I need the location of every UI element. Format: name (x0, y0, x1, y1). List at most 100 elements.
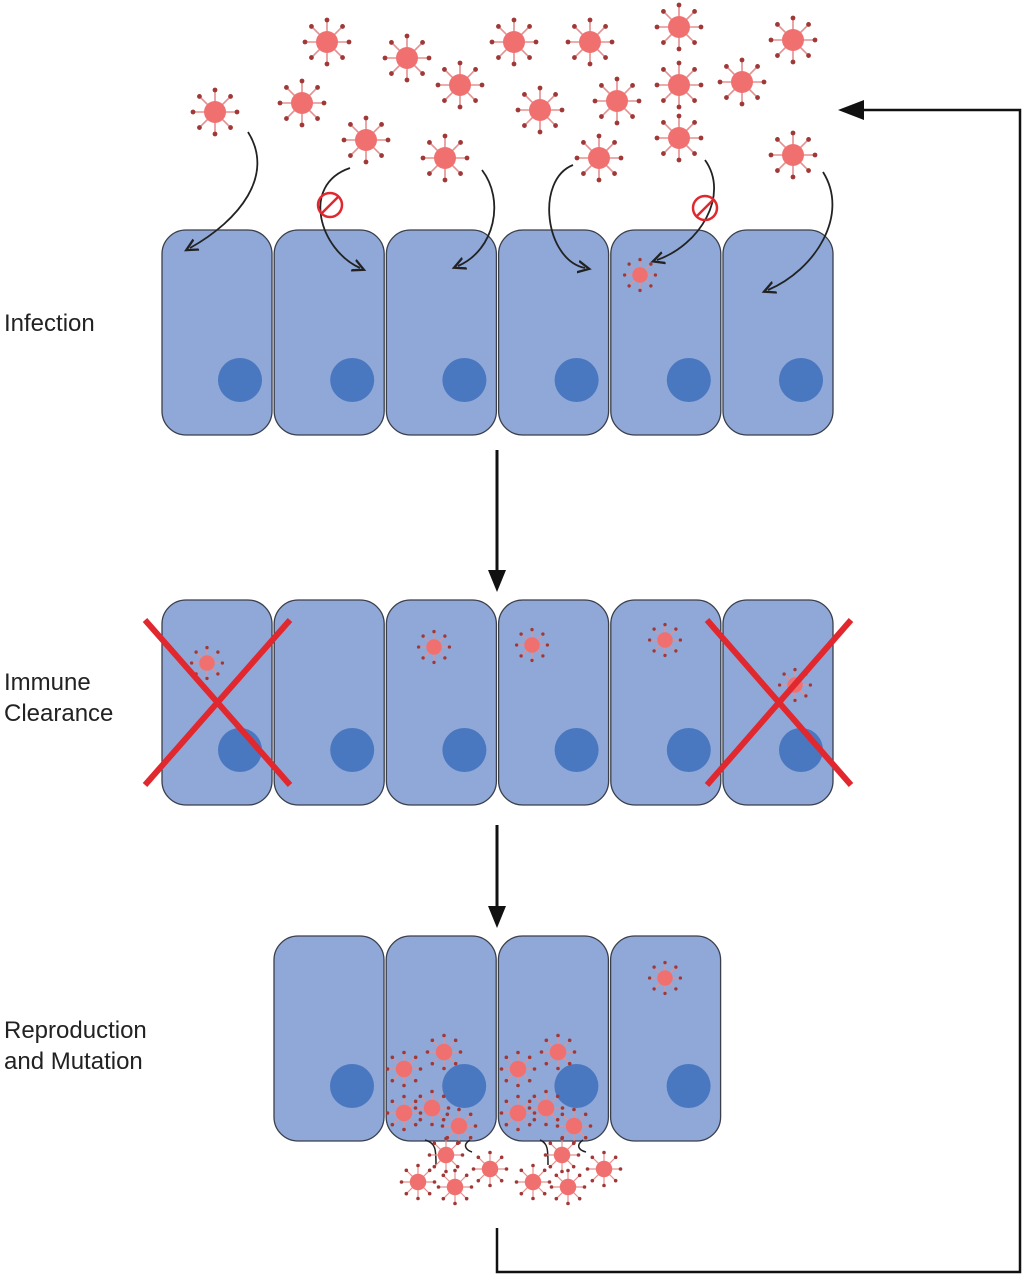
cell-nucleus (330, 358, 375, 402)
virus-icon (302, 17, 352, 67)
virus-spike-tip (548, 1164, 553, 1169)
virus-spike-tip (442, 177, 448, 183)
virus-spike-tip (212, 131, 218, 137)
virus-spike-tip (519, 1168, 524, 1173)
virus-spike-tip (479, 82, 485, 88)
virus-spike-tip (622, 273, 627, 277)
virus-spike-tip (511, 61, 517, 67)
virus-spike-tip (442, 67, 447, 72)
entry-arrow (548, 164, 585, 268)
virus-spike-tip (440, 1124, 445, 1128)
virus-spike-tip (496, 55, 501, 60)
virus-spike-tip (443, 656, 447, 660)
virus-icon (471, 1150, 509, 1188)
virus-spike-tip (554, 1173, 559, 1178)
virus-spike-tip (663, 653, 667, 658)
virus-spike-tip (499, 1067, 504, 1071)
virus-spike-tip (613, 1178, 618, 1183)
virus-spike-tip (775, 53, 780, 58)
virus-spike-tip (489, 39, 495, 45)
virus-icon (549, 1168, 587, 1206)
virus-spike-tip (516, 1050, 520, 1055)
virus-icon (768, 130, 818, 180)
virus-spike-tip (348, 122, 353, 127)
virus-icon (499, 1094, 537, 1132)
virus-spike-tip (189, 661, 194, 665)
virus-spike-tip (698, 135, 704, 141)
cell-body (610, 599, 722, 806)
virus-spike-tip (582, 1185, 587, 1189)
cell (497, 229, 610, 436)
virus-spike-tip (612, 140, 617, 145)
virus-spike-tip (544, 1061, 549, 1066)
virus-spike-tip (460, 1153, 465, 1157)
virus-spike-tip (453, 1038, 458, 1043)
virus-spike-tip (661, 9, 666, 14)
virus-spike-tip (612, 171, 617, 176)
virus-spike-tip (583, 1112, 588, 1117)
release-stem (539, 1139, 549, 1166)
virus-spike-tip (602, 1150, 606, 1155)
virus-spike-tip (363, 115, 369, 121)
virus-spike-tip (416, 1163, 420, 1168)
virus-spike-tip (504, 1167, 509, 1171)
virus-spike-tip (413, 1099, 418, 1104)
virus-spike-tip (596, 177, 602, 183)
virus-spike-tip (404, 1191, 409, 1196)
virus-spike-tip (571, 1141, 576, 1146)
cell-nucleus (666, 358, 711, 402)
virus-spike-tip (516, 1094, 520, 1099)
entry-arrow (657, 159, 715, 260)
virus-spike-tip (544, 1038, 549, 1043)
entry-arrow (768, 171, 834, 290)
virus-core (559, 1178, 577, 1196)
cell-body (610, 229, 722, 436)
cell-body (497, 229, 610, 436)
virus-spike-tip (603, 55, 608, 60)
virus-spike-tip (234, 109, 240, 115)
virus-spike-tip (499, 1155, 504, 1160)
virus-spike-tip (544, 1089, 548, 1094)
virus-spike-tip (402, 1094, 406, 1099)
virus-spike-tip (385, 1111, 390, 1115)
virus-spike-tip (464, 1173, 469, 1178)
virus-spike-tip (663, 622, 667, 627)
virus-spike-tip (390, 1055, 395, 1060)
virus-spike-tip (663, 960, 667, 965)
virus-spike-tip (527, 1078, 532, 1083)
virus-spike-tip (216, 672, 220, 676)
virus-spike-tip (599, 83, 604, 88)
cell (385, 935, 497, 1142)
virus-spike-tip (444, 1169, 448, 1174)
virus-spike-tip (539, 1050, 544, 1054)
virus-spike-tip (441, 1196, 446, 1201)
cell (273, 599, 385, 806)
virus-spike-tip (572, 1050, 577, 1054)
virus-core (291, 92, 313, 114)
entry-arrow (190, 131, 259, 248)
virus-spike-tip (194, 650, 198, 654)
virus-spike-tip (404, 1168, 409, 1173)
virus-spike-tip (577, 1196, 582, 1201)
cell-nucleus (442, 358, 487, 402)
virus-spike-tip (768, 37, 774, 43)
virus-spike-tip (678, 638, 683, 642)
virus-spike-tip (476, 1155, 481, 1160)
virus-spike-tip (724, 95, 729, 100)
virus-spike-tip (471, 1167, 476, 1171)
virus-spike-tip (321, 100, 327, 106)
virus-spike-tip (516, 1127, 520, 1132)
virus-spike-tip (402, 1083, 406, 1088)
virus-spike-tip (592, 98, 598, 104)
virus-spike-tip (661, 98, 666, 103)
entry-arrow (319, 167, 360, 268)
virus-spike-tip (504, 1078, 509, 1083)
virus-spike-tip (559, 107, 565, 113)
virus-spike-tip (420, 155, 426, 161)
virus-spike-tip (432, 1180, 437, 1184)
virus-spike-tip (427, 140, 432, 145)
virus-spike-tip (441, 1117, 446, 1122)
virus-spike-tip (806, 137, 811, 142)
cross-stroke (142, 618, 293, 787)
virus-spike-tip (556, 1066, 560, 1071)
